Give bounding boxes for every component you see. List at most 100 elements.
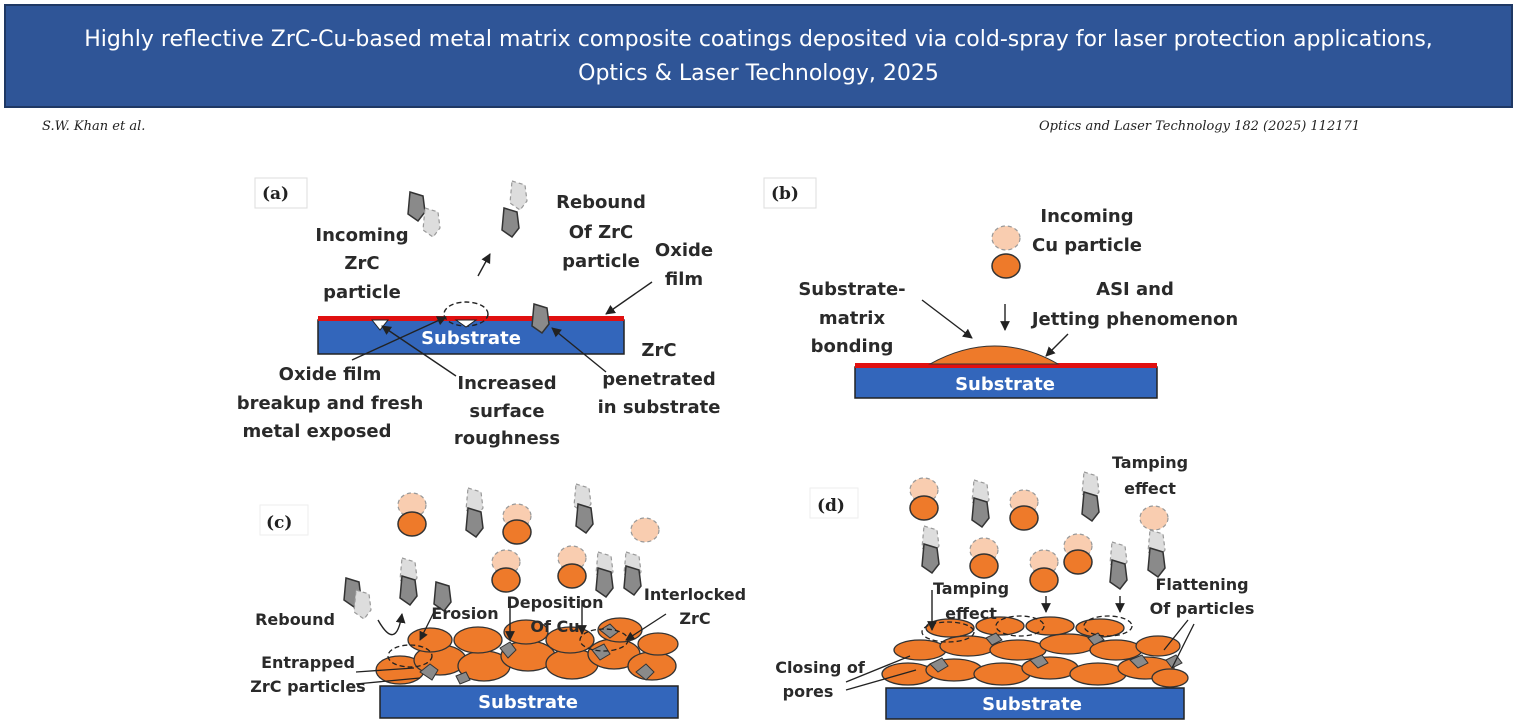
svg-text:particle: particle [562, 251, 640, 272]
svg-text:Deposition: Deposition [506, 593, 603, 612]
panel-c-entrapped-label: Entrapped ZrC particles [250, 653, 365, 696]
panel-d-cu-trail [1139, 505, 1169, 531]
svg-text:ZrC particles: ZrC particles [250, 677, 365, 696]
panel-d-closing-label: Closing of pores [775, 658, 866, 701]
panel-c-deposition-label: Deposition Of Cu [506, 593, 603, 636]
panel-c-substrate [379, 685, 679, 719]
svg-text:Closing of: Closing of [775, 658, 866, 677]
panel-c-cu-particle [502, 519, 532, 545]
svg-text:ASI and: ASI and [1096, 279, 1174, 300]
svg-text:Rebound: Rebound [556, 192, 646, 213]
panel-a-rebound-label: Rebound Of ZrC particle [556, 192, 646, 272]
running-header-authors: S.W. Khan et al. [42, 119, 146, 134]
panel-a-tag: (a) [262, 184, 289, 204]
title-line-1: Highly reflective ZrC-Cu-based metal mat… [84, 27, 1433, 52]
panel-b-tag: (b) [771, 184, 799, 204]
svg-text:Of Cu: Of Cu [530, 617, 579, 636]
svg-text:Interlocked: Interlocked [644, 585, 746, 604]
panel-c-zrc-particle [465, 507, 484, 538]
svg-text:Incoming: Incoming [1040, 206, 1133, 227]
panel-b-splat [928, 345, 1060, 365]
panel-b-tag-box [763, 177, 817, 209]
panel-b-incoming-label: Incoming Cu particle [1032, 206, 1142, 256]
panel-d-cu-particle [1063, 549, 1093, 575]
panel-c-cu-trail [630, 517, 660, 543]
panel-a-roughness-label: Increased surface roughness [454, 373, 560, 449]
svg-text:Of ZrC: Of ZrC [569, 222, 634, 243]
svg-text:Oxide: Oxide [655, 240, 713, 261]
panel-a-substrate-label: Substrate [421, 328, 521, 349]
svg-text:Tamping: Tamping [1112, 453, 1188, 472]
svg-text:Tamping: Tamping [933, 579, 1009, 598]
panel-a-oxide-film [318, 316, 624, 321]
svg-text:ZrC: ZrC [679, 609, 710, 628]
title-line-2: Optics & Laser Technology, 2025 [578, 61, 939, 86]
panel-c-tag: (c) [266, 513, 292, 533]
panel-d-deposit-layer [881, 616, 1189, 688]
panel-d-zrc-particle [921, 543, 940, 574]
svg-text:bonding: bonding [811, 336, 894, 357]
panel-c-zrc-particle [575, 503, 594, 534]
panel-d-tamping-mid-label: Tamping effect [933, 579, 1009, 623]
panel-d-substrate-label: Substrate [982, 694, 1082, 715]
panel-c-deposit-layer [375, 617, 679, 685]
panel-d-flattening-label: Flattening Of particles [1150, 575, 1255, 618]
panel-d-cu-particle [909, 495, 939, 521]
panel-a: (a) Substrate Incoming ZrC particle Rebo… [237, 177, 720, 449]
panel-c-zrc-particle [623, 565, 642, 596]
panel-b-substrate-label: Substrate [955, 374, 1055, 395]
panel-b-asi-label: ASI and Jetting phenomenon [1030, 279, 1238, 330]
svg-text:Of particles: Of particles [1150, 599, 1255, 618]
panel-a-incoming-zrc [407, 191, 426, 222]
panel-c-zrc-particle [399, 575, 418, 606]
title-banner: Highly reflective ZrC-Cu-based metal mat… [4, 4, 1513, 108]
panel-a-incoming-label: Incoming ZrC particle [315, 225, 408, 303]
panel-d-zrc-particle [971, 497, 990, 528]
panel-d-zrc-particle [1147, 547, 1166, 578]
panel-c-rebound-label: Rebound [255, 610, 335, 629]
panel-b-substrate [854, 366, 1158, 399]
svg-text:pores: pores [783, 682, 834, 701]
panel-c-substrate-label: Substrate [478, 692, 578, 713]
panel-d-zrc-particle [1081, 491, 1100, 522]
panel-c-tag-box [259, 504, 309, 536]
svg-text:particle: particle [323, 282, 401, 303]
svg-text:effect: effect [1124, 479, 1176, 498]
panel-d-zrc-particle [1109, 559, 1128, 590]
svg-text:Entrapped: Entrapped [261, 653, 355, 672]
svg-text:Cu particle: Cu particle [1032, 235, 1142, 256]
panel-d-cu-particle [969, 553, 999, 579]
panel-b-bonding-label: Substrate- matrix bonding [798, 279, 905, 357]
svg-text:Flattening: Flattening [1155, 575, 1248, 594]
panel-c: (c) Substrate [250, 483, 746, 719]
panel-d: (d) Substrate [775, 453, 1255, 720]
svg-text:Rebound: Rebound [255, 610, 335, 629]
svg-text:Incoming: Incoming [315, 225, 408, 246]
svg-text:film: film [665, 269, 703, 290]
panel-c-interlocked-label: Interlocked ZrC [644, 585, 746, 628]
svg-text:metal exposed: metal exposed [242, 421, 391, 442]
svg-text:roughness: roughness [454, 428, 560, 449]
panel-a-rebound-zrc [501, 207, 520, 238]
panel-b-oxide-film [855, 363, 1157, 368]
svg-text:Substrate-: Substrate- [798, 279, 905, 300]
panel-a-breakup-label: Oxide film breakup and fresh metal expos… [237, 364, 424, 442]
svg-text:Increased: Increased [457, 373, 556, 394]
panel-d-tag: (d) [817, 496, 845, 516]
panel-a-rebound-trail [509, 180, 528, 211]
panel-a-oxide-label: Oxide film [655, 240, 713, 290]
svg-text:Jetting phenomenon: Jetting phenomenon [1030, 309, 1238, 330]
panel-b-incoming-cu [991, 253, 1021, 279]
panel-d-tag-box [809, 487, 859, 519]
svg-text:ZrC: ZrC [641, 340, 676, 361]
panel-b-cu-trail [991, 225, 1021, 251]
panel-a-zrc-trail [422, 207, 441, 238]
panel-d-substrate [885, 687, 1185, 720]
panel-c-erosion-label: Erosion [431, 604, 498, 623]
panel-c-cu-particle [397, 511, 427, 537]
running-header-journal: Optics and Laser Technology 182 (2025) 1… [1039, 119, 1361, 134]
svg-text:Erosion: Erosion [431, 604, 498, 623]
svg-text:effect: effect [945, 604, 997, 623]
panel-c-cu-particle [557, 563, 587, 589]
